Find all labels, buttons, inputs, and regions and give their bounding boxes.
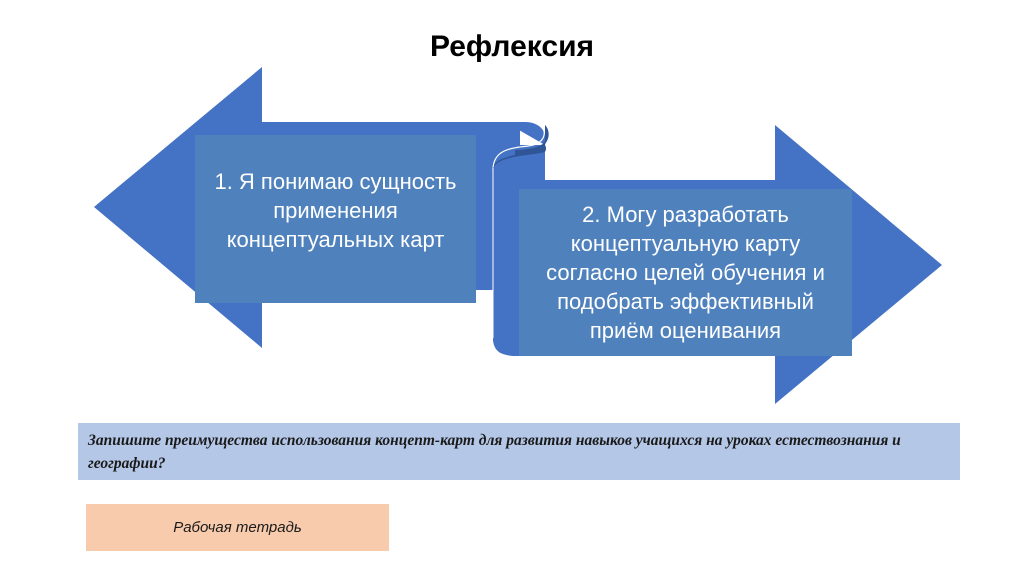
question-box: Запишите преимущества использования конц… bbox=[78, 423, 960, 480]
slide-title: Рефлексия bbox=[429, 30, 595, 63]
scroll-curl-outline bbox=[492, 123, 545, 171]
workbook-button[interactable]: Рабочая тетрадь bbox=[86, 504, 389, 551]
right-arrow-textbox: 2. Могу разработать концептуальную карту… bbox=[519, 189, 852, 356]
workbook-label: Рабочая тетрадь bbox=[173, 519, 302, 536]
right-arrow-label: 2. Могу разработать концептуальную карту… bbox=[546, 202, 825, 343]
question-text: Запишите преимущества использования конц… bbox=[88, 432, 901, 472]
left-arrow-label: 1. Я понимаю сущность применения концепт… bbox=[214, 168, 457, 252]
left-arrow-textbox: 1. Я понимаю сущность применения концепт… bbox=[195, 135, 476, 303]
